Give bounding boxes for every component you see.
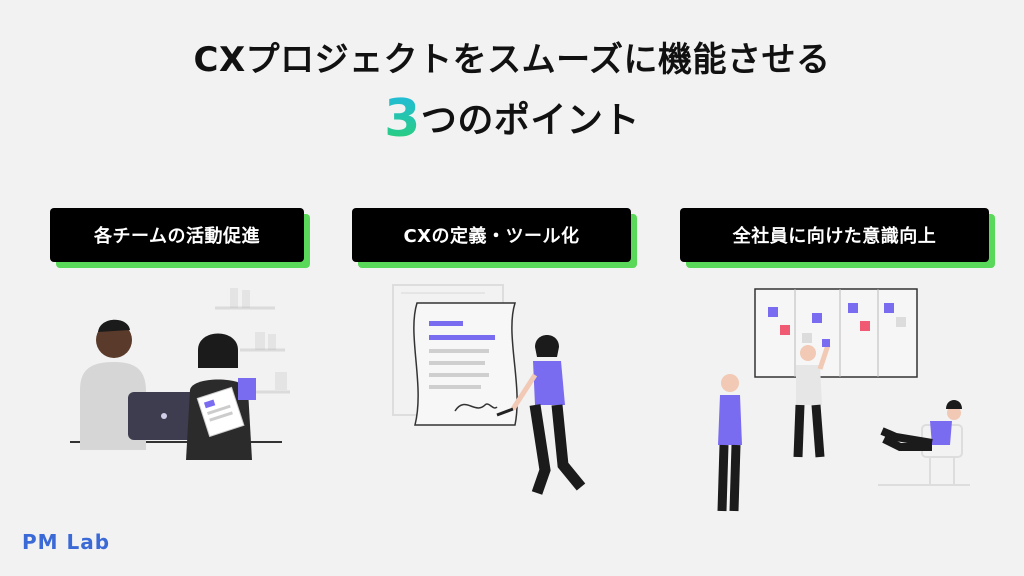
point-badge-2: CXの定義・ツール化 (352, 208, 631, 262)
title-line-2: 3つのポイント (0, 93, 1024, 146)
brand-logo: PM Lab (22, 530, 111, 554)
document-signing-illustration (385, 275, 600, 510)
board-meeting-illustration (700, 285, 985, 530)
title-number: 3 (384, 89, 421, 149)
title-line-2-rest: つのポイント (420, 100, 640, 141)
point-badge-1: 各チームの活動促進 (50, 208, 304, 262)
team-collaboration-illustration (70, 280, 290, 470)
point-badge-3: 全社員に向けた意識向上 (680, 208, 989, 262)
title-line-1: CXプロジェクトをスムーズに機能させる (193, 40, 831, 80)
